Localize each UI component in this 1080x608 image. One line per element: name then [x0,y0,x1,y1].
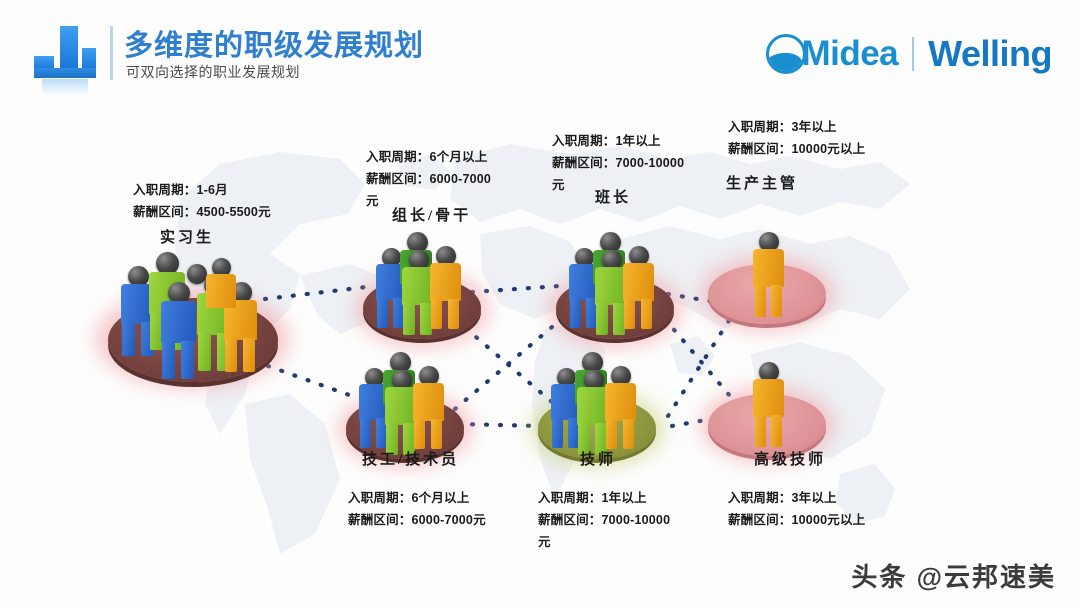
welling-label: Welling [928,33,1052,74]
page-subtitle: 可双向选择的职业发展规划 [126,64,300,80]
brand-logo: Midea Welling [766,30,1052,78]
link-technician-shiftleader [452,313,568,412]
info-senior-technician: 入职周期：1年以上 薪酬区间：7000-10000 元 [538,491,671,549]
node-production-supervisor[interactable] [700,216,840,336]
node-master-technician[interactable] [700,344,840,469]
node-shift-leader[interactable] [548,222,688,357]
link-intern-teamleader [262,283,378,302]
slide-header: 多维度的职级发展规划 可双向选择的职业发展规划 Midea Welling [0,0,1080,104]
diagram-stage: 入职周期：1-6月 薪酬区间：4500-5500元 实习生 [0,104,1080,608]
role-production-supervisor: 生产主管 [726,176,799,192]
role-senior-technician: 技师 [580,452,617,468]
link-seniortech-supervisor [665,316,733,419]
watermark: 头条 @云邦速美 [851,562,1056,592]
midea-label: Midea [801,34,899,73]
info-production-supervisor: 入职周期：3年以上 薪酬区间：10000元以上 [728,120,866,156]
info-intern: 入职周期：1-6月 薪酬区间：4500-5500元 [133,183,271,219]
midea-swirl-icon [766,34,807,74]
node-intern[interactable] [95,234,295,394]
info-team-leader: 入职周期：6个月以上 薪酬区间：6000-7000 元 [366,150,492,208]
brand-divider [912,37,915,71]
role-intern: 实习生 [160,230,215,246]
node-technician[interactable] [338,342,478,477]
node-team-leader[interactable] [355,222,495,357]
role-master-technician: 高级技师 [754,452,827,468]
link-shiftleader-mastertech [662,316,733,399]
page-title: 多维度的职级发展规划 [124,30,425,62]
role-team-leader: 组长/骨干 [392,208,472,224]
info-technician: 入职周期：6个月以上 薪酬区间：6000-7000元 [348,491,486,527]
info-shift-leader: 入职周期：1年以上 薪酬区间：7000-10000 元 [552,134,685,192]
info-master-technician: 入职周期：3年以上 薪酬区间：10000元以上 [728,491,866,527]
link-teamleader-shiftleader [469,283,563,295]
midea-wordmark: Midea [766,34,899,74]
role-shift-leader: 班长 [595,190,632,206]
blue-3d-blocks-icon [32,26,102,95]
link-intern-technician [265,363,355,399]
node-senior-technician[interactable] [530,342,670,477]
role-technician: 技工/技术员 [362,452,460,468]
title-divider [110,26,113,80]
